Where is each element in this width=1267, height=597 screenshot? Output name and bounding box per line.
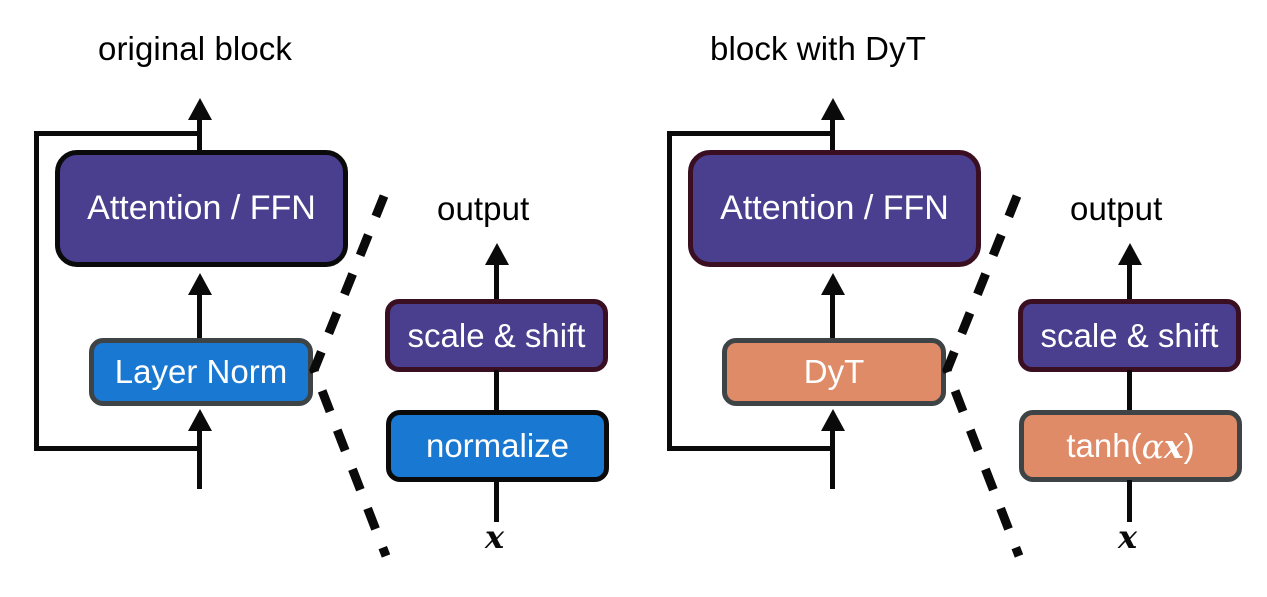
tanh-label-suffix: ) (1183, 427, 1195, 464)
residual-bottom-horizontal-left (34, 446, 200, 451)
node-attention-ffn-right[interactable]: Attention / FFN (688, 150, 981, 267)
line-block-input-right (830, 429, 835, 489)
line-detail-output-right (1127, 263, 1132, 303)
node-scale-shift-right[interactable]: scale & shift (1018, 299, 1241, 372)
line-ln-to-attn-left (197, 293, 202, 341)
detail-output-label-left: output (437, 190, 530, 227)
node-layer-norm[interactable]: Layer Norm (89, 338, 313, 406)
panel-title-dyt: block with DyT (710, 30, 926, 67)
residual-bottom-horizontal-right (667, 446, 833, 451)
residual-vertical-right (667, 131, 672, 451)
line-normalize-to-scale-left (494, 370, 499, 414)
line-tanh-to-scale (1127, 370, 1132, 414)
arrowhead-block-output-left (188, 98, 212, 120)
line-detail-input-right (1127, 480, 1132, 522)
tanh-label-prefix: tanh( (1066, 427, 1142, 464)
residual-top-horizontal-left (34, 131, 200, 136)
line-block-output-right (830, 118, 835, 158)
line-block-input-left (197, 429, 202, 489)
node-dyt[interactable]: DyT (722, 338, 946, 406)
arrowhead-detail-output-right (1118, 243, 1142, 265)
line-detail-output-left (494, 263, 499, 303)
arrowhead-block-output-right (821, 98, 845, 120)
arrowhead-dyt-to-attn (821, 273, 845, 295)
line-block-output-left (197, 118, 202, 158)
line-detail-input-left (494, 480, 499, 522)
node-normalize[interactable]: normalize (386, 410, 609, 482)
node-attention-ffn-left[interactable]: Attention / FFN (55, 150, 348, 267)
residual-top-horizontal-right (667, 131, 833, 136)
tanh-label-alpha: α (1141, 426, 1164, 466)
line-dyt-to-attn (830, 293, 835, 341)
residual-vertical-left (34, 131, 39, 451)
arrowhead-input-to-dyt (821, 409, 845, 431)
node-scale-shift-left[interactable]: scale & shift (385, 299, 608, 372)
panel-title-original: original block (98, 30, 293, 67)
tanh-label-x: x (1163, 426, 1184, 466)
detail-output-label-right: output (1070, 190, 1163, 227)
detail-input-label-left: x (485, 518, 505, 556)
arrowhead-input-to-ln-left (188, 409, 212, 431)
arrowhead-ln-to-attn-left (188, 273, 212, 295)
detail-input-label-right: x (1118, 518, 1138, 556)
arrowhead-detail-output-left (485, 243, 509, 265)
